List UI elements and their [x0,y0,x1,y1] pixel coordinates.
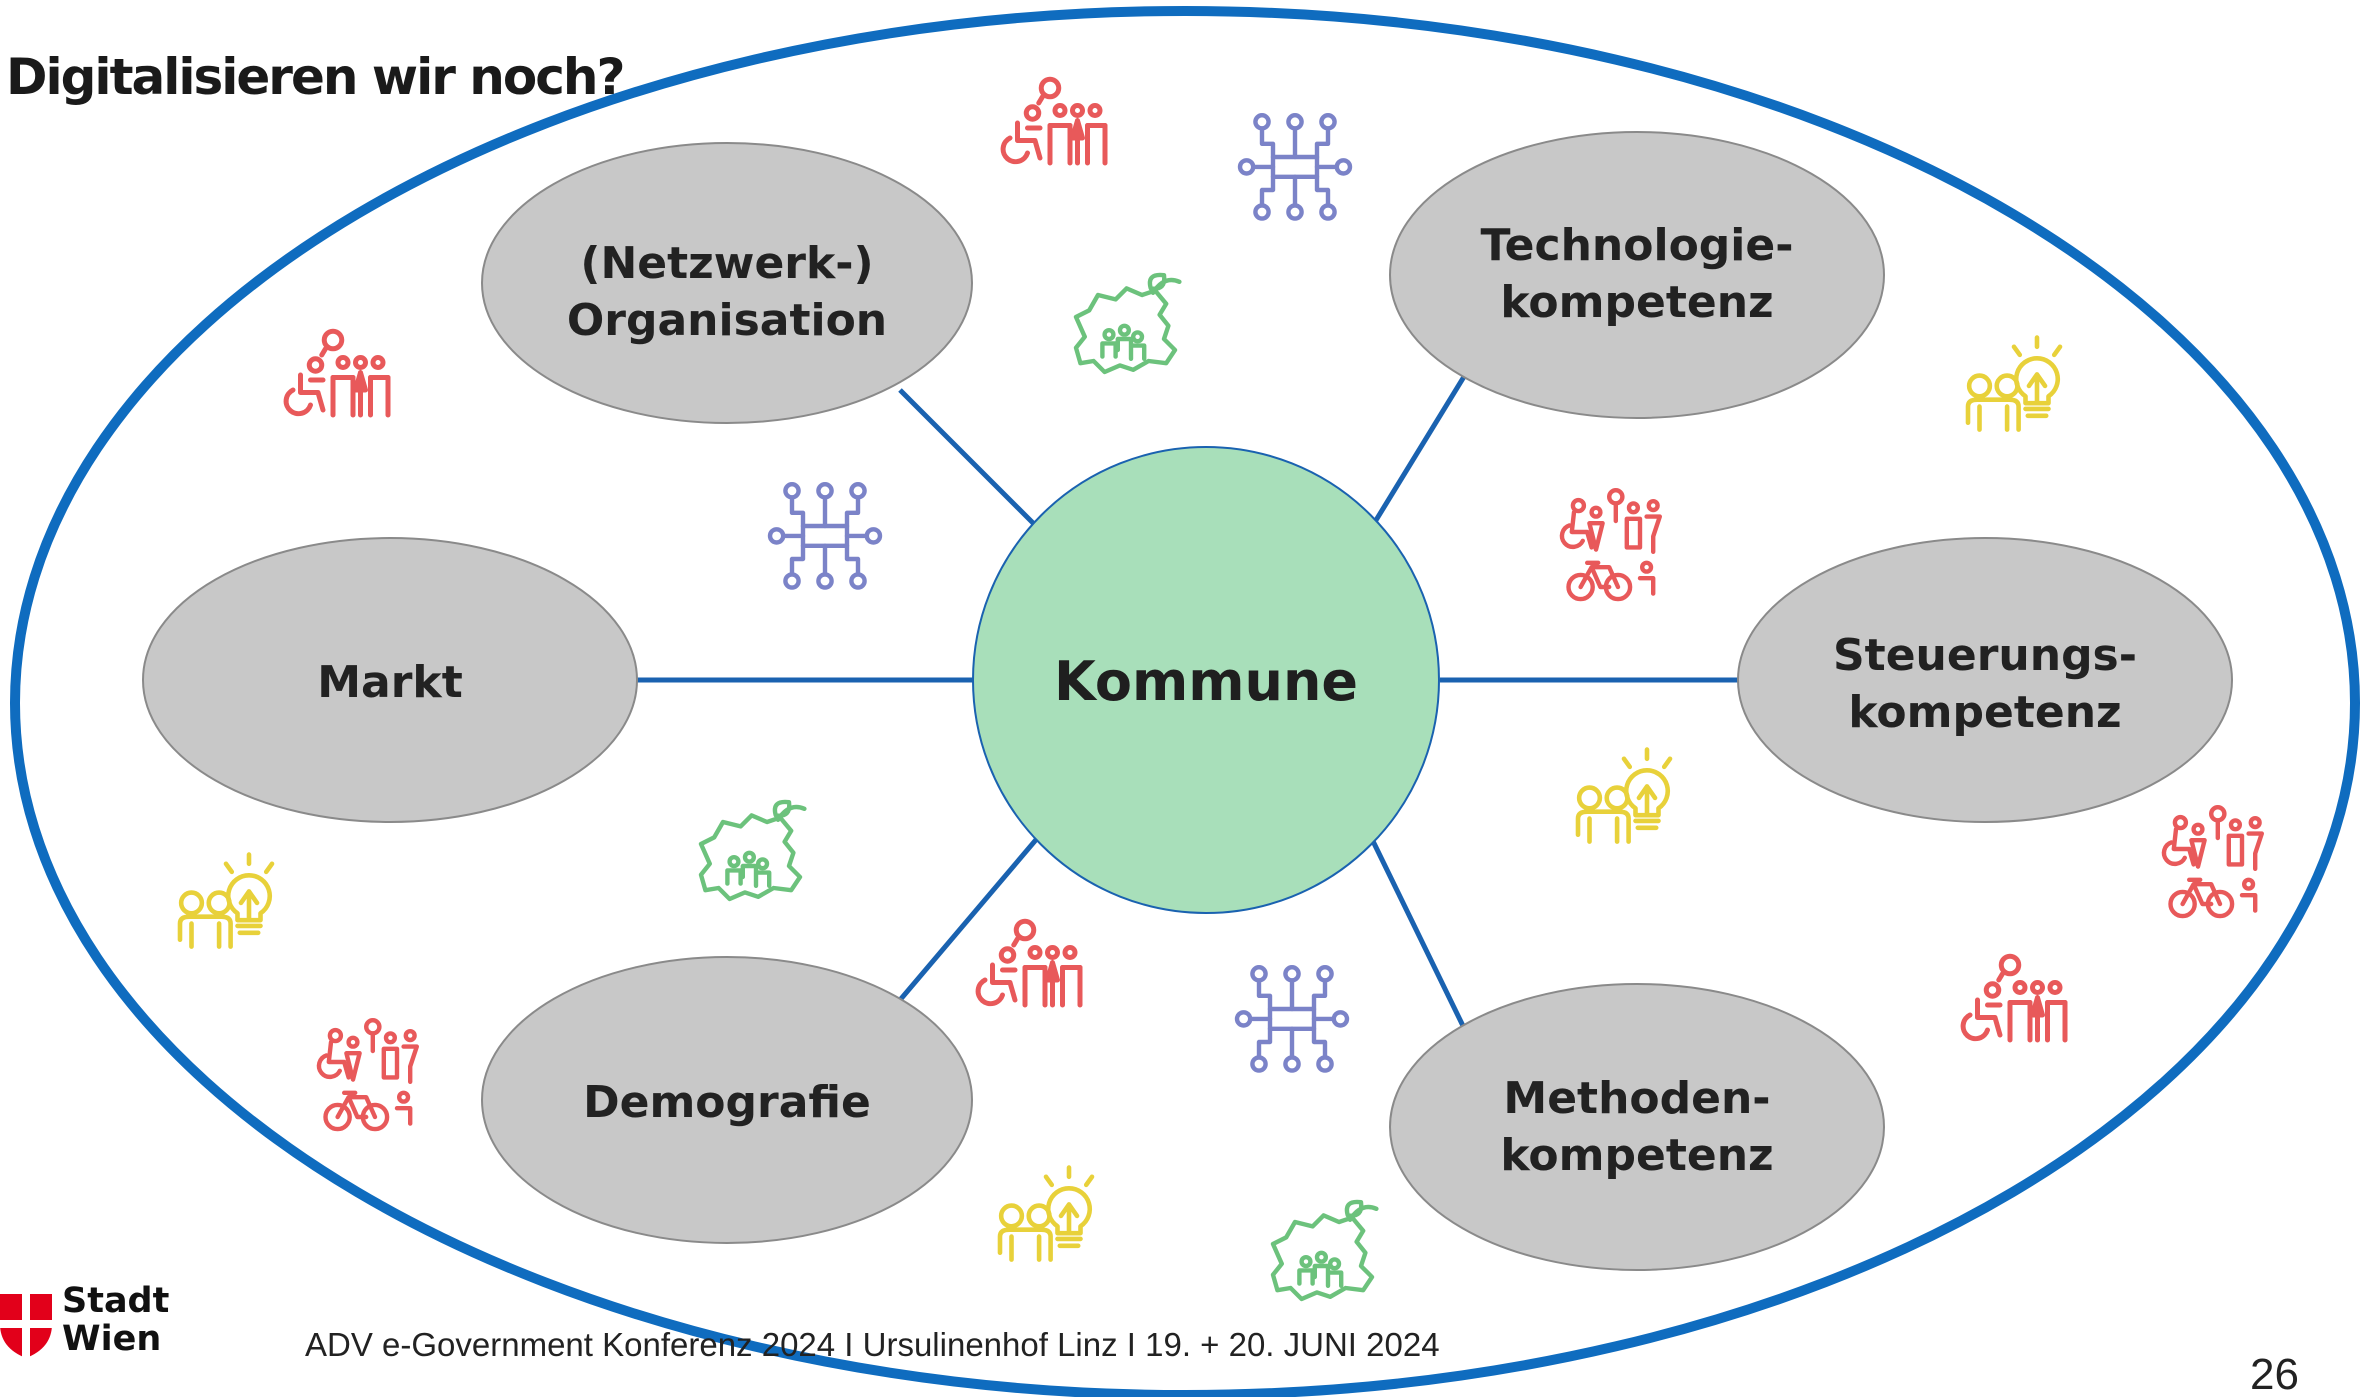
people-icon [978,921,1080,1005]
center-node-label: Kommune [1054,650,1358,713]
people-icon [1963,956,2065,1040]
outer-ring [10,6,2360,1397]
logo-line-wien: Wien [62,1319,162,1359]
connector-methoden [1367,833,1468,1032]
wien-shield-icon [0,1294,52,1358]
node-demografie: Demografie [481,956,973,1244]
node-technologie: Technologie- kompetenz [1389,131,1885,419]
node-technologie-line1: Technologie- [1481,220,1794,271]
network-icon [1237,967,1347,1070]
node-methoden-line2: kompetenz [1500,1130,1773,1181]
map-icon [1273,1202,1376,1299]
idea-icon [180,855,272,947]
map-icon [701,802,804,899]
page-number: 26 [2250,1350,2299,1399]
node-steuerung-shape [1737,537,2233,823]
center-node-shape [972,446,1440,914]
mobility-icon [1562,490,1660,599]
network-icon [770,484,880,587]
logo-line-stadt: Stadt [62,1281,170,1321]
stadt-wien-logo: Stadt Wien [0,1280,180,1360]
node-steuerung: Steuerungs- kompetenz [1737,537,2233,823]
connector-lines [635,373,1740,1032]
idea-icon [1968,338,2060,430]
node-methoden-line1: Methoden- [1503,1073,1770,1124]
network-icon [1240,115,1350,218]
node-netzwerk-shape [481,142,973,424]
node-markt-shape [142,537,638,823]
people-icon [1003,79,1105,163]
node-technologie-shape [1389,131,1885,419]
node-netzwerk: (Netzwerk-) Organisation [481,142,973,424]
people-icon [286,331,388,415]
node-markt-label: Markt [317,657,462,708]
mobility-icon [319,1020,417,1129]
node-demografie-label: Demografie [583,1077,871,1128]
connector-technologie [1367,373,1468,532]
node-demografie-shape [481,956,973,1244]
node-steuerung-line2: kompetenz [1848,687,2121,738]
footer-text: ADV e-Government Konferenz 2024 I Ursuli… [305,1326,1440,1363]
node-steuerung-line1: Steuerungs- [1833,630,2137,681]
node-methoden: Methoden- kompetenz [1389,983,1885,1271]
node-markt: Markt [142,537,638,823]
map-icon [1076,275,1179,372]
node-methoden-shape [1389,983,1885,1271]
connector-netzwerk [898,388,1042,532]
node-netzwerk-line2: Organisation [567,295,887,346]
mobility-icon [2164,807,2262,916]
connector-demografie [898,833,1042,1002]
node-netzwerk-line1: (Netzwerk-) [580,238,873,289]
idea-icon [1000,1168,1092,1260]
slide-title: Digitalisieren wir noch? [6,48,625,106]
node-technologie-line2: kompetenz [1500,277,1773,328]
idea-icon [1578,750,1670,842]
center-node: Kommune [972,446,1440,914]
